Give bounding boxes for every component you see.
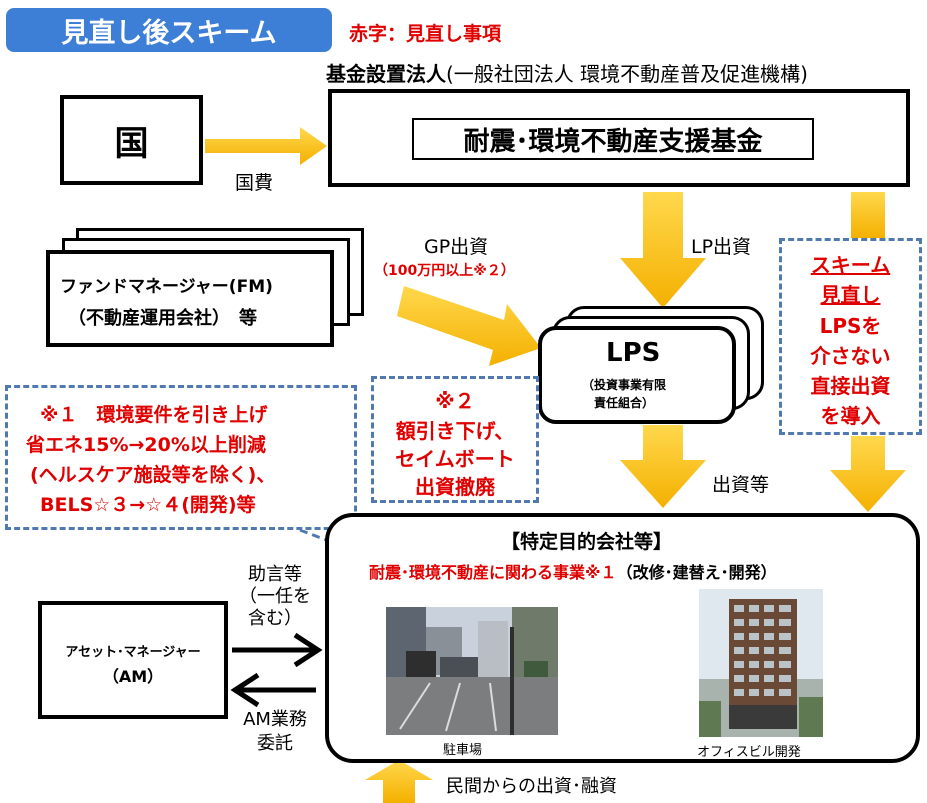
note2-line: 出資撤廃 [415,475,495,499]
lps-title: LPS [606,338,661,368]
advice-arrow [232,632,323,668]
spc-title: 【特定目的会社等】 [501,531,673,553]
scheme-review-line: LPSを [819,314,882,338]
note1-line2: 省エネ15%→20%以上削減 [26,434,266,456]
office-building-caption: オフィスビル開発 [697,745,801,760]
gp-invest-label: GP出資 [424,236,489,258]
legend-red-text: 赤字：見直し事項 [349,23,502,45]
delegation-line: 委託 [257,733,293,754]
fund-corp-label-bold: 基金設置法人 [326,62,446,86]
note1-line1: ※１ 環境要件を引き上げ [40,404,268,426]
office-building-illustration [699,589,823,737]
fund-name-box: 耐震･環境不動産支援基金 [412,118,814,160]
note1-line3: (ヘルスケア施設等を除く)、 [30,464,276,486]
advice-line: 含む） [248,608,302,629]
delegation-label: AM業務 委託 [230,708,320,756]
lps-box: LPS （投資事業有限 責任組合） [538,326,736,424]
advice-label: 助言等 （一任を 含む） [230,564,320,630]
lps-sub2: 責任組合） [594,396,655,410]
note1-line4: BELS☆３→☆４(開発)等 [40,494,256,516]
fund-corp-box: 耐震･環境不動産支援基金 [328,89,910,187]
direct-invest-arrow-top [851,192,885,238]
spc-business: 耐震･環境不動産に関わる事業※１（改修･建替え･開発） [369,559,777,583]
am-line2: （AM） [102,667,164,686]
delegation-arrow [230,672,316,708]
scheme-review-line: スキーム [810,253,891,277]
note1-box: ※１ 環境要件を引き上げ 省エネ15%→20%以上削減 (ヘルスケア施設等を除く… [5,385,357,530]
gov-to-fund-arrow [205,127,327,165]
spc-business-black: （改修･建替え･開発） [616,563,777,582]
gov-label: 国 [114,123,149,164]
direct-invest-arrow-bottom [830,436,906,512]
fund-corp-label-paren: (一般社団法人 環境不動産普及促進機構) [446,62,808,86]
am-box: アセット･マネージャー （AM） [38,601,228,719]
private-invest-arrow [365,760,433,803]
scheme-review-line: 直接出資 [810,374,891,398]
fm-line1: ファンドマネージャー(FM) [60,277,273,297]
lp-invest-arrow [620,192,706,308]
parking-lot-illustration [386,607,558,735]
note2-line: ※２ [435,389,475,413]
office-building-photo [699,589,823,737]
note2-line: 額引き下げ、 [395,419,515,443]
advice-line: （一任を [239,586,311,607]
gov-box: 国 [60,95,203,185]
scheme-review-line: を導入 [820,404,881,428]
spc-business-red: 耐震･環境不動産に関わる事業※１ [369,563,617,582]
fm-line2: （不動産運用会社） 等 [68,308,257,329]
scheme-review-note: スキーム 見直し LPSを 介さない 直接出資 を導入 [779,238,922,435]
fund-corp-label: 基金設置法人(一般社団法人 環境不動産普及促進機構) [326,58,808,87]
am-line1: アセット･マネージャー [65,645,201,660]
gov-flow-label: 国費 [235,172,274,194]
note2-box: ※２ 額引き下げ、 セイムボート 出資撤廃 [371,376,539,503]
lps-sub1: （投資事業有限 [582,378,667,392]
fm-box: ファンドマネージャー(FM) （不動産運用会社） 等 [46,250,334,347]
fund-name: 耐震･環境不動産支援基金 [463,126,763,157]
page-title: 見直し後スキーム [6,8,332,52]
scheme-review-line: 介さない [810,344,891,368]
private-invest-label: 民間からの出資･融資 [446,776,617,797]
lp-invest-label: LP出資 [691,236,752,258]
delegation-line: AM業務 [243,709,307,730]
note2-line: セイムボート [395,447,515,471]
invest-etc-label: 出資等 [712,474,770,496]
parking-lot-caption: 駐車場 [443,743,483,758]
scheme-review-line: 見直し [820,283,881,307]
gp-invest-note: （100万円以上※２） [374,263,515,279]
parking-lot-photo [386,607,558,735]
gp-invest-arrow [397,286,541,366]
lps-to-spc-arrow [620,425,706,508]
spc-box: 【特定目的会社等】 耐震･環境不動産に関わる事業※１（改修･建替え･開発） 駐車… [325,513,920,763]
advice-line: 助言等 [248,564,302,585]
